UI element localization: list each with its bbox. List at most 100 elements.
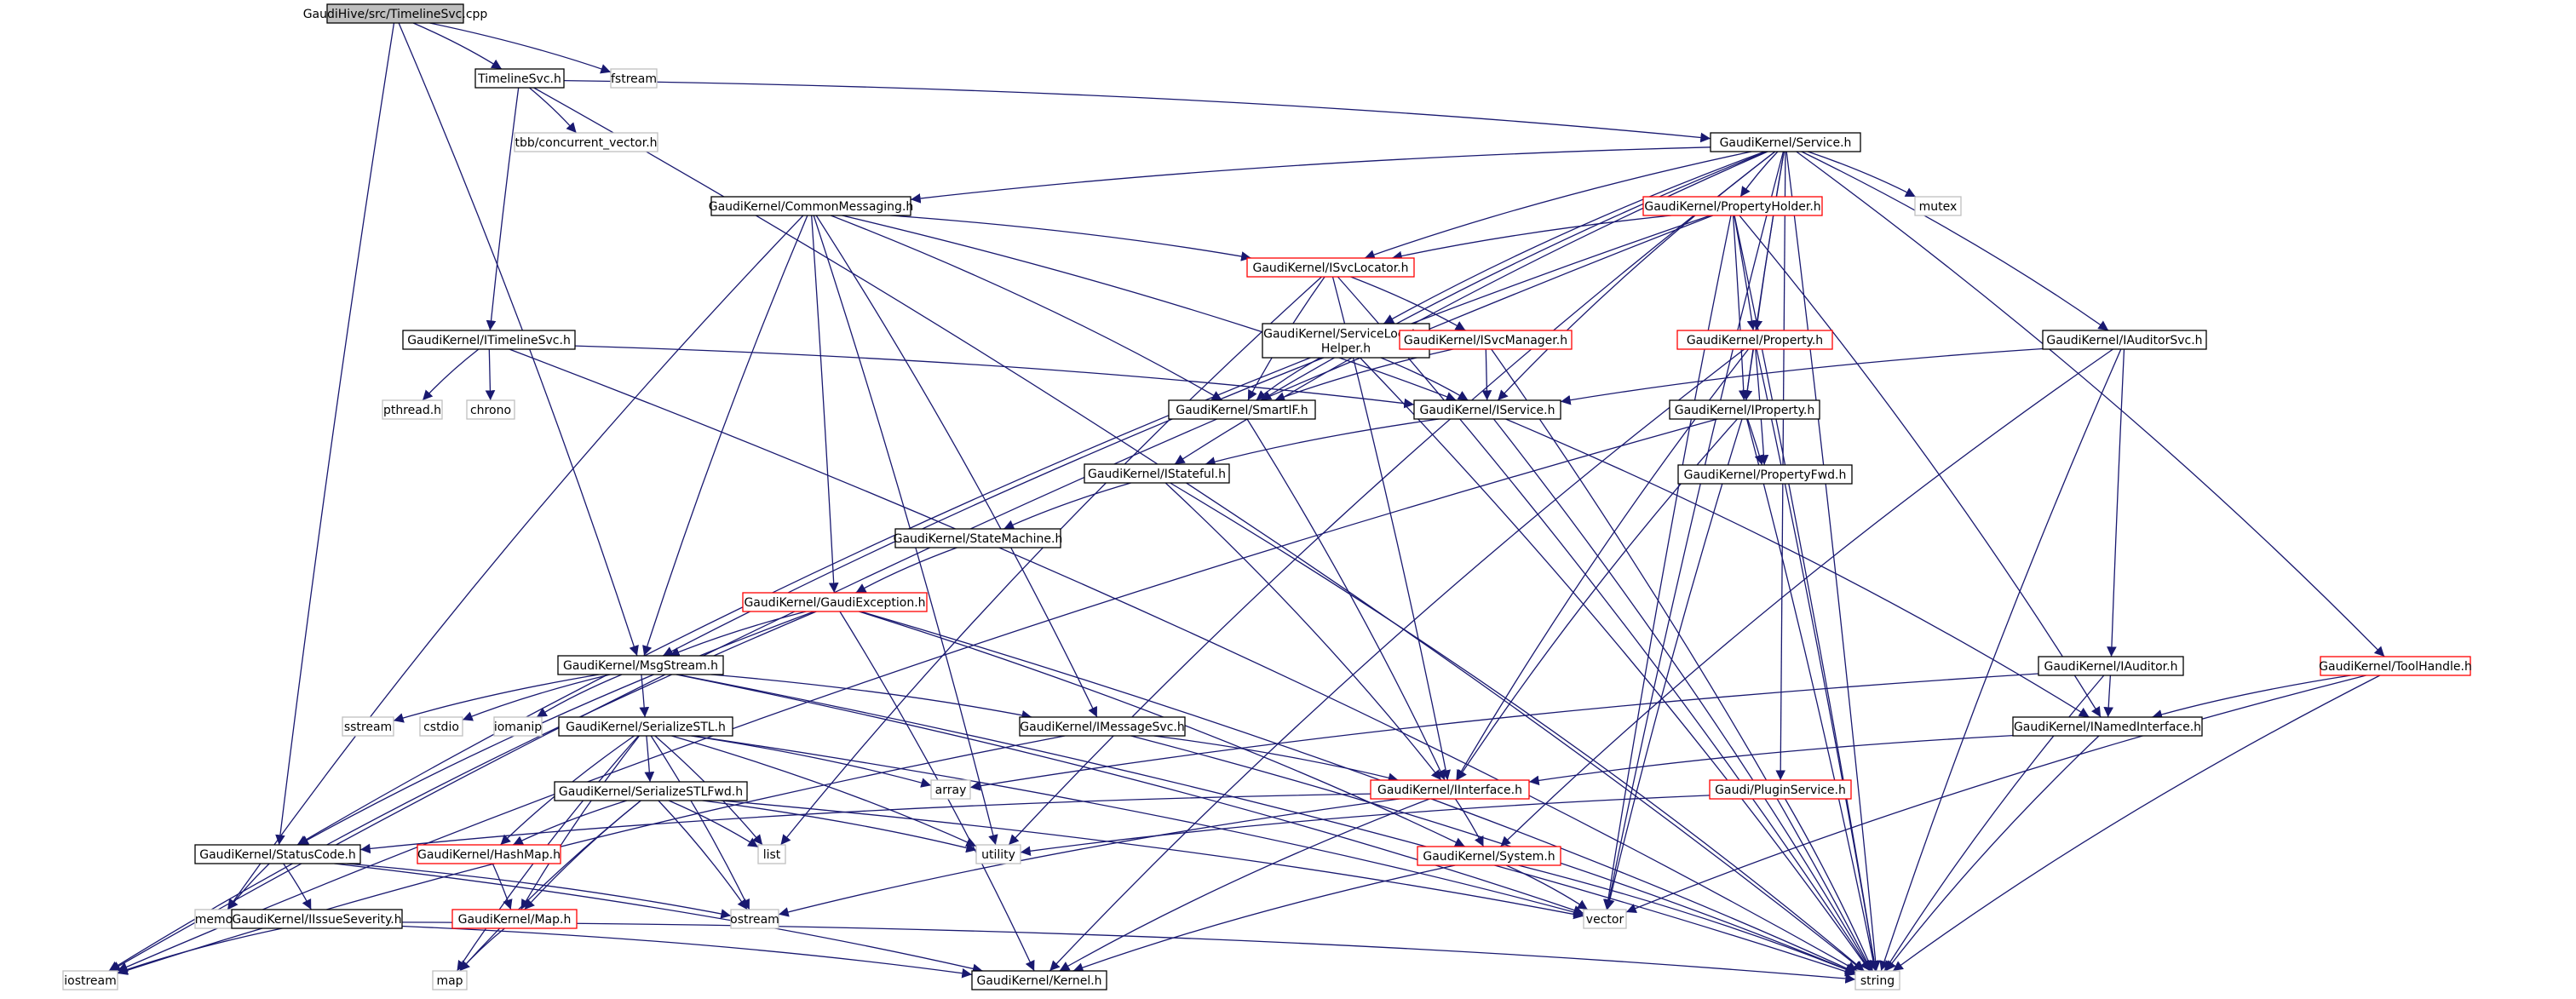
node-box-iinterface: [1370, 779, 1530, 800]
node-statemachine[interactable]: GaudiKernel/StateMachine.h: [894, 528, 1063, 548]
node-statuscode[interactable]: GaudiKernel/StatusCode.h: [194, 844, 361, 864]
node-chrono[interactable]: chrono: [466, 399, 515, 420]
edge-iinterface-to-ostream: [778, 798, 1400, 917]
node-timelinesvc_h[interactable]: TimelineSvc.h: [474, 68, 565, 89]
node-isvclocator[interactable]: GaudiKernel/ISvcLocator.h: [1246, 257, 1415, 278]
node-tbb_cv[interactable]: tbb/concurrent_vector.h: [514, 132, 658, 152]
edge-itimelinesvc-to-pthread: [422, 348, 480, 401]
edge-service_h-to-svclocatorhelper: [1383, 151, 1765, 324]
edge-timelinesvc_h-to-tbb_cv: [528, 87, 578, 134]
edge-smartif-to-iinterface: [1246, 418, 1446, 781]
edge-itimelinesvc-to-chrono: [485, 348, 496, 401]
node-ostream[interactable]: ostream: [730, 909, 779, 929]
node-vector[interactable]: vector: [1583, 909, 1627, 929]
node-label-iomanip: iomanip: [494, 721, 542, 734]
node-pluginservice[interactable]: Gaudi/PluginService.h: [1709, 779, 1852, 800]
edge-commonmessaging-to-msgstream: [642, 215, 808, 657]
node-label-pluginservice: Gaudi/PluginService.h: [1715, 784, 1846, 797]
edge-iproperty-to-vector: [1605, 418, 1743, 910]
node-propertyfwd[interactable]: GaudiKernel/PropertyFwd.h: [1677, 464, 1853, 485]
node-serializestlfwd[interactable]: GaudiKernel/SerializeSTLFwd.h: [554, 781, 748, 801]
edge-service_h-to-string: [1785, 151, 1881, 972]
edge-serializestlfwd-to-map: [459, 800, 641, 972]
node-box-serializestl: [558, 716, 733, 737]
edge-svclocatorhelper-to-statuscode: [296, 357, 1311, 846]
node-sstream[interactable]: sstream: [342, 716, 394, 737]
node-iomanip[interactable]: iomanip: [493, 716, 543, 737]
node-hashmap[interactable]: GaudiKernel/HashMap.h: [417, 844, 561, 864]
node-label-service_h: GaudiKernel/Service.h: [1720, 136, 1852, 150]
node-commonmessaging[interactable]: GaudiKernel/CommonMessaging.h: [709, 196, 914, 216]
node-fstream[interactable]: fstream: [610, 68, 658, 89]
node-iservice[interactable]: GaudiKernel/IService.h: [1413, 399, 1561, 420]
node-propertyholder[interactable]: GaudiKernel/PropertyHolder.h: [1642, 196, 1823, 216]
node-smartif[interactable]: GaudiKernel/SmartIF.h: [1168, 399, 1316, 420]
node-pthread[interactable]: pthread.h: [382, 399, 443, 420]
node-array[interactable]: array: [930, 779, 971, 800]
node-kernel[interactable]: GaudiKernel/Kernel.h: [971, 970, 1107, 990]
node-string[interactable]: string: [1854, 970, 1900, 990]
node-mutex[interactable]: mutex: [1914, 196, 1962, 216]
node-iinterface[interactable]: GaudiKernel/IInterface.h: [1370, 779, 1530, 800]
node-iproperty[interactable]: GaudiKernel/IProperty.h: [1669, 399, 1820, 420]
edge-timelinesvc_h-to-itimelinesvc: [486, 87, 520, 331]
node-iostream[interactable]: iostream: [62, 970, 118, 990]
edge-msgstream-to-string: [677, 674, 1856, 977]
node-root[interactable]: GaudiHive/src/TimelineSvc.cpp: [303, 3, 488, 24]
edge-iservice-to-istateful: [1205, 418, 1440, 467]
edge-inamedinterface-to-string: [1885, 735, 2100, 972]
edge-root-to-fstream: [429, 22, 612, 74]
edge-commonmessaging-to-memory: [227, 215, 804, 910]
node-label-inamedinterface: GaudiKernel/INamedInterface.h: [2014, 721, 2201, 734]
node-box-isvcmanager: [1399, 330, 1573, 350]
node-iauditor[interactable]: GaudiKernel/IAuditor.h: [2038, 656, 2184, 676]
node-label-smartif: GaudiKernel/SmartIF.h: [1176, 404, 1308, 417]
edge-iproperty-to-string: [1745, 418, 1878, 972]
edge-system_h-to-vector: [1505, 864, 1589, 910]
node-map[interactable]: map: [432, 970, 468, 990]
edge-iauditorsvc-to-iservice: [1560, 347, 2044, 405]
node-list[interactable]: list: [757, 844, 786, 864]
node-isvcmanager[interactable]: GaudiKernel/ISvcManager.h: [1399, 330, 1573, 350]
node-map_h[interactable]: GaudiKernel/Map.h: [451, 909, 578, 929]
node-box-itimelinesvc: [402, 330, 576, 350]
node-label-iostream: iostream: [64, 974, 117, 988]
node-inamedinterface[interactable]: GaudiKernel/INamedInterface.h: [2012, 716, 2203, 737]
edge-iauditor-to-inamedinterface: [2103, 675, 2114, 718]
edge-iproperty-to-iostream: [117, 418, 1718, 972]
node-box-smartif: [1168, 399, 1316, 420]
edge-property-to-kernel: [1049, 348, 1745, 972]
node-box-kernel: [971, 970, 1107, 990]
node-iauditorsvc[interactable]: GaudiKernel/IAuditorSvc.h: [2042, 330, 2207, 350]
node-gaudiexception[interactable]: GaudiKernel/GaudiException.h: [742, 592, 928, 612]
node-imessagesvc[interactable]: GaudiKernel/IMessageSvc.h: [1019, 716, 1186, 737]
edge-msgstream-to-vector: [676, 674, 1584, 916]
edge-statemachine-to-gaudiexception: [855, 547, 957, 594]
node-issueseverity[interactable]: GaudiKernel/IIssueSeverity.h: [231, 909, 403, 929]
edge-propertyholder-to-inamedinterface: [1739, 215, 2102, 718]
edge-commonmessaging-to-gaudiexception: [811, 215, 839, 594]
node-label-kernel: GaudiKernel/Kernel.h: [976, 974, 1101, 988]
edge-itimelinesvc-to-iservice: [574, 345, 1415, 409]
edge-service_h-to-smartif: [1261, 151, 1767, 401]
node-label-pthread: pthread.h: [383, 404, 441, 417]
node-msgstream[interactable]: GaudiKernel/MsgStream.h: [557, 655, 724, 675]
edge-serializestl-to-serializestlfwd: [644, 735, 655, 783]
edge-statuscode-to-kernel: [334, 863, 983, 974]
edge-service_h-to-propertyholder: [1739, 151, 1779, 198]
node-property[interactable]: GaudiKernel/Property.h: [1676, 330, 1833, 350]
edge-svclocatorhelper-to-string: [1360, 357, 1871, 972]
node-toolhandle[interactable]: GaudiKernel/ToolHandle.h: [2319, 656, 2472, 676]
edge-serializestlfwd-to-hashmap: [512, 800, 627, 846]
node-system_h[interactable]: GaudiKernel/System.h: [1417, 846, 1561, 866]
node-itimelinesvc[interactable]: GaudiKernel/ITimelineSvc.h: [402, 330, 576, 350]
node-cstdio[interactable]: cstdio: [419, 716, 463, 737]
node-serializestl[interactable]: GaudiKernel/SerializeSTL.h: [558, 716, 733, 737]
node-box-istateful: [1084, 463, 1230, 484]
node-box-system_h: [1417, 846, 1561, 866]
node-istateful[interactable]: GaudiKernel/IStateful.h: [1084, 463, 1230, 484]
edge-msgstream-to-cstdio: [462, 674, 611, 721]
node-utility[interactable]: utility: [975, 844, 1021, 864]
node-service_h[interactable]: GaudiKernel/Service.h: [1710, 132, 1861, 152]
